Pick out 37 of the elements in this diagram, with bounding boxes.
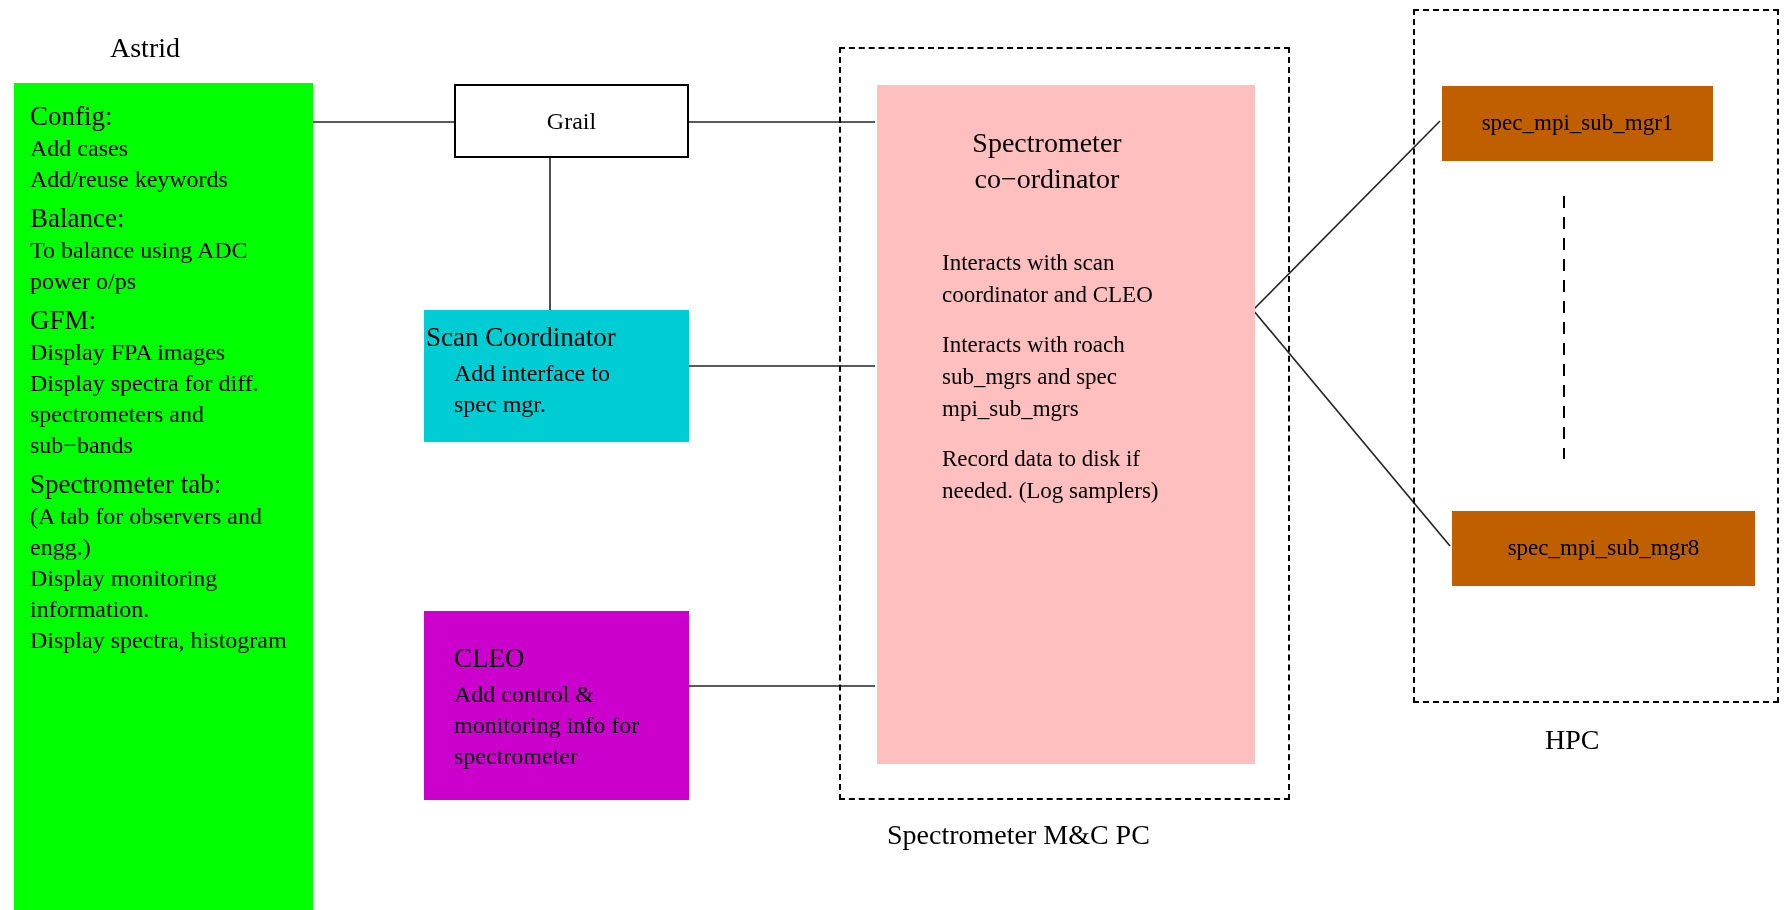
section-heading: GFM: [30,304,98,337]
process-box [424,310,689,442]
box-label: Grail [546,107,597,136]
panel-title: Astrid [110,31,180,65]
connector-line [312,121,455,123]
group-label: HPC [1545,723,1600,757]
box-title: CLEO [454,642,526,675]
box-title: Scan Coordinator [426,321,617,354]
list-item: Display spectra, histogram [30,626,288,655]
box-description: Interacts with scan coordinator and CLEO [942,249,1154,309]
process-box [1452,511,1755,586]
list-item: To balance using ADC power o/ps [30,236,249,296]
section-heading: Balance: [30,202,126,235]
section-heading: Spectrometer tab: [30,468,223,501]
list-item: (A tab for observers and engg.) [30,502,263,562]
list-item: Add cases [30,134,129,163]
section-heading: Config: [30,100,114,133]
list-item: Display spectra for diff. spectrometers and sub−bands [30,369,260,460]
connector-line [688,365,876,367]
list-item: Display FPA images [30,338,227,367]
box-description: Interacts with roach sub_mgrs and spec mpi_sub_mgrs [942,331,1126,423]
connector-line [688,121,876,123]
box-title: Spectrometer co−ordinator [971,126,1123,196]
list-item: Add/reuse keywords [30,165,229,194]
process-box [454,84,689,158]
list-item: Display monitoring information. [30,564,219,624]
connector-line [688,685,876,687]
box-label: spec_mpi_sub_mgr1 [1481,109,1674,138]
process-box [1442,86,1713,161]
box-description: Record data to disk if needed. (Log samplers) [942,445,1160,505]
box-description: Add interface to spec mgr. [453,359,611,419]
group-label: Spectrometer M&C PC [887,818,1150,852]
process-box [877,85,1255,764]
process-box [424,611,689,800]
box-description: Add control & monitoring info for spectrometer [454,680,641,771]
connector-line [549,157,551,311]
box-label: spec_mpi_sub_mgr8 [1507,534,1700,563]
